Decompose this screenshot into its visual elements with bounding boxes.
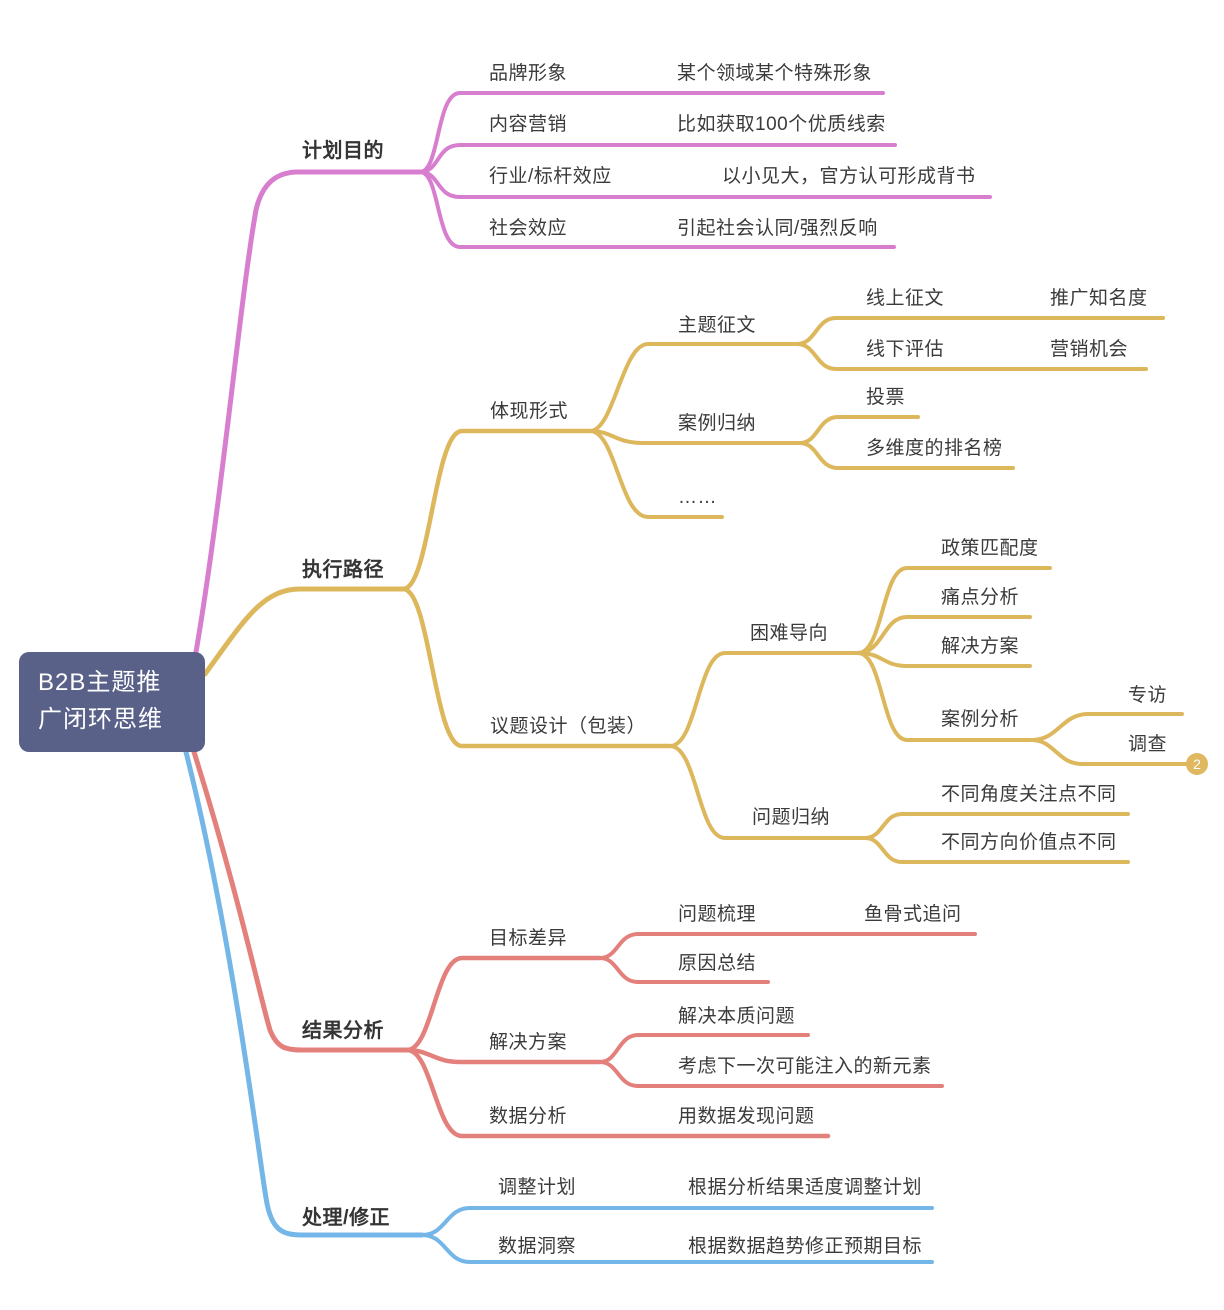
- node-presentation-form[interactable]: 体现形式: [490, 401, 569, 422]
- branch-result-analysis-lines: [191, 749, 977, 1139]
- node-solution-red[interactable]: 解决方案: [489, 1032, 568, 1053]
- connector-execution-trunk: [202, 586, 406, 677]
- node-brand-image-note[interactable]: 某个领域某个特殊形象: [677, 63, 873, 84]
- collapsed-count-badge[interactable]: 2: [1186, 753, 1208, 775]
- node-social-effect-note[interactable]: 引起社会认同/强烈反响: [677, 218, 878, 239]
- node-offline-evaluation-note[interactable]: 营销机会: [1050, 339, 1129, 360]
- node-goal-gap[interactable]: 目标差异: [489, 928, 568, 949]
- node-policy-match[interactable]: 政策匹配度: [941, 538, 1039, 559]
- node-pain-point[interactable]: 痛点分析: [941, 587, 1020, 608]
- node-adjust-plan-note[interactable]: 根据分析结果适度调整计划: [688, 1177, 923, 1198]
- node-handle-correction[interactable]: 处理/修正: [302, 1207, 391, 1229]
- node-execution-path[interactable]: 执行路径: [302, 559, 384, 581]
- node-voting[interactable]: 投票: [866, 387, 906, 408]
- node-plan-objectives[interactable]: 计划目的: [302, 140, 384, 162]
- connector-difficulty-oriented: [668, 651, 860, 748]
- node-cause-summary[interactable]: 原因总结: [678, 953, 757, 974]
- root-node-line1: B2B主题推: [38, 669, 162, 696]
- node-data-analysis[interactable]: 数据分析: [489, 1106, 568, 1127]
- node-industry-benchmark[interactable]: 行业/标杆效应: [489, 166, 612, 187]
- node-topic-design[interactable]: 议题设计（包装）: [490, 716, 647, 737]
- node-direction-value[interactable]: 不同方向价值点不同: [941, 832, 1117, 853]
- node-content-marketing-note[interactable]: 比如获取100个优质线索: [677, 114, 886, 135]
- node-online-essay-note[interactable]: 推广知名度: [1050, 288, 1148, 309]
- root-node[interactable]: B2B主题推 广闭环思维: [19, 652, 205, 752]
- connector-result-trunk: [191, 749, 410, 1053]
- node-social-effect[interactable]: 社会效应: [489, 218, 568, 239]
- node-industry-benchmark-note[interactable]: 以小见大，官方认可形成背书: [722, 166, 976, 187]
- node-theme-essay[interactable]: 主题征文: [678, 315, 757, 336]
- node-new-elements[interactable]: 考虑下一次可能注入的新元素: [678, 1056, 932, 1077]
- node-ranking-list[interactable]: 多维度的排名榜: [866, 438, 1003, 459]
- node-problem-sorting[interactable]: 问题梳理: [678, 904, 757, 925]
- node-result-analysis[interactable]: 结果分析: [302, 1020, 384, 1042]
- node-difficulty-oriented[interactable]: 困难导向: [750, 623, 829, 644]
- node-online-essay[interactable]: 线上征文: [866, 288, 945, 309]
- connector-correction-trunk: [183, 749, 425, 1238]
- node-data-insight[interactable]: 数据洞察: [498, 1236, 577, 1257]
- node-interview[interactable]: 专访: [1128, 685, 1168, 706]
- node-solve-essential[interactable]: 解决本质问题: [678, 1006, 796, 1027]
- node-problem-induction[interactable]: 问题归纳: [752, 807, 831, 828]
- node-solution-yellow[interactable]: 解决方案: [941, 636, 1020, 657]
- node-problem-sorting-note[interactable]: 鱼骨式追问: [864, 904, 962, 925]
- root-node-line2: 广闭环思维: [38, 706, 163, 733]
- connector-problem-sorting: [598, 932, 977, 960]
- node-data-insight-note[interactable]: 根据数据趋势修正预期目标: [688, 1236, 923, 1257]
- connector-presentation-form: [400, 428, 593, 592]
- connector-adjust-plan: [420, 1206, 934, 1237]
- node-offline-evaluation[interactable]: 线下评估: [866, 339, 945, 360]
- node-case-induction[interactable]: 案例归纳: [678, 413, 757, 434]
- node-adjust-plan[interactable]: 调整计划: [498, 1177, 577, 1198]
- node-ellipsis[interactable]: ……: [678, 487, 717, 508]
- node-angle-focus[interactable]: 不同角度关注点不同: [941, 784, 1117, 805]
- node-content-marketing[interactable]: 内容营销: [489, 114, 568, 135]
- node-survey[interactable]: 调查: [1128, 734, 1168, 755]
- branch-execution-path-lines: [202, 316, 1188, 864]
- node-data-analysis-note[interactable]: 用数据发现问题: [678, 1106, 815, 1127]
- node-brand-image[interactable]: 品牌形象: [489, 63, 568, 84]
- node-case-analysis[interactable]: 案例分析: [941, 709, 1020, 730]
